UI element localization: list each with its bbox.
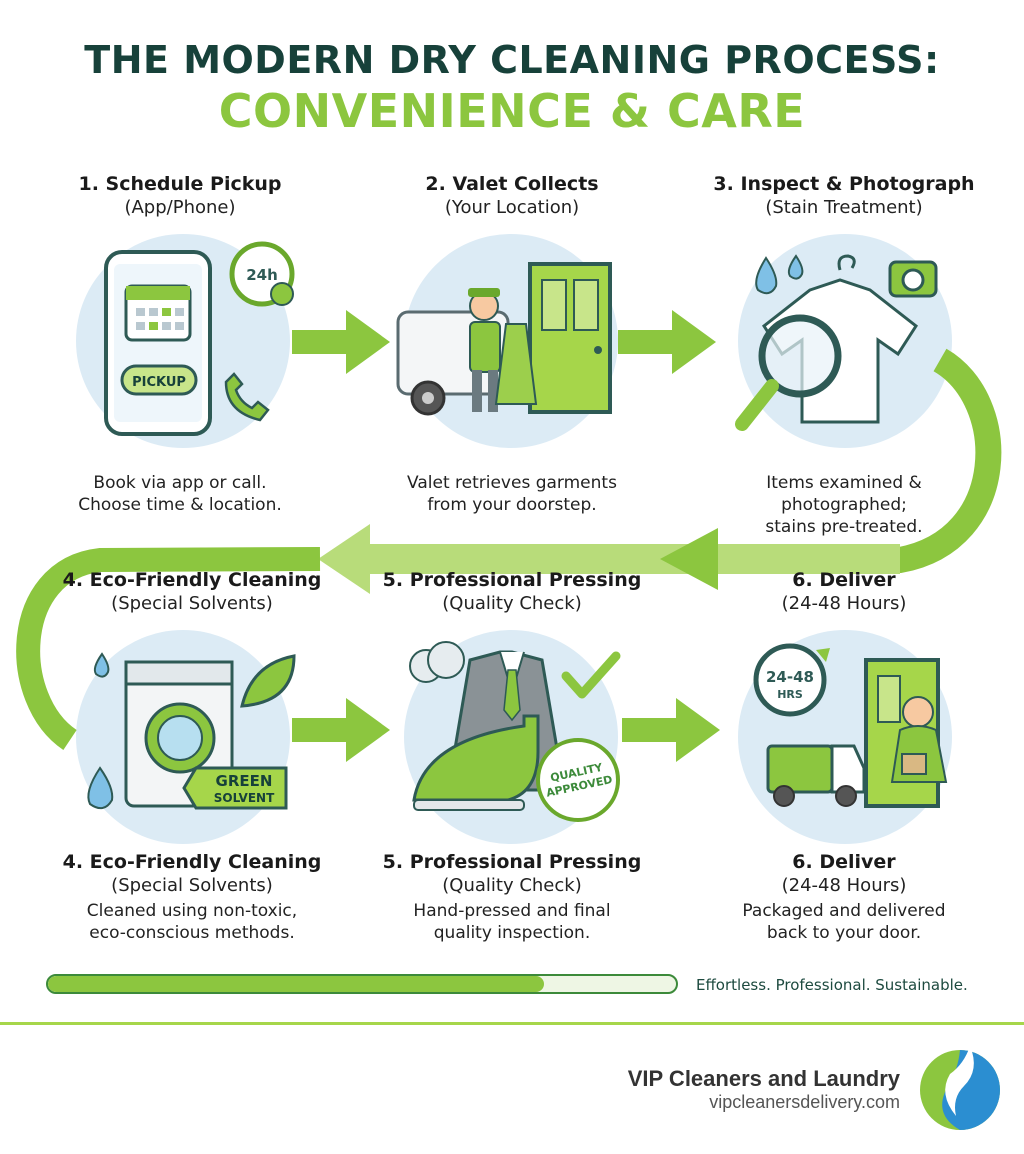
step-6-description: Packaged and delivered back to your door… [684,900,1004,944]
step-3-title: 3. Inspect & Photograph [713,173,975,195]
calendar-icon [124,284,192,342]
step-1-title: 1. Schedule Pickup [78,173,282,195]
steam-cloud [409,641,465,683]
arrow-1-to-2 [292,310,390,374]
step-4-title: 4. Eco-Friendly Cleaning [62,851,322,873]
step-6-desc-line: back to your door. [766,923,922,943]
step-2-subtitle: (Your Location) [444,197,580,218]
arrow-4-to-5 [292,698,390,762]
svg-text:PICKUP: PICKUP [132,375,186,390]
step-4-title-top: 4. Eco-Friendly Cleaning [62,569,322,591]
step-6-subtitle-top: (24-48 Hours) [781,593,907,614]
step-6-subtitle: (24-48 Hours) [781,875,907,896]
arrow-curve-left [16,547,321,750]
step-6-title: 6. Deliver [792,851,896,873]
step-4-desc-line: Cleaned using non-toxic, [86,901,298,921]
step-6-title-top: 6. Deliver [792,569,896,591]
camera-icon [888,260,938,298]
step-6-desc-line: Packaged and delivered [742,901,946,921]
phone-icon [104,250,212,436]
step-1-subtitle: (App/Phone) [124,197,236,218]
step-2-desc-line: Valet retrieves garments [407,473,617,493]
green-solvent-tag: GREEN SOLVENT [182,766,288,810]
magnifier-icon [735,314,842,431]
step-2-title: 2. Valet Collects [425,173,599,195]
step-2-description: Valet retrieves garments from your doors… [352,472,672,516]
steam-iron-icon [412,714,540,811]
step-5-subtitle-top: (Quality Check) [442,593,582,614]
progress-fill [48,976,545,992]
phone-call-icon [224,372,270,422]
brand-url[interactable]: vipcleanersdelivery.com [709,1092,900,1112]
svg-text:24-48: 24-48 [766,668,814,686]
step-4-description: Cleaned using non-toxic, eco-conscious m… [32,900,352,944]
divider [0,1022,1024,1025]
step-1-desc-line: Choose time & location. [78,495,282,515]
step-5-title: 5. Professional Pressing [382,851,642,873]
quality-approved-stamp: QUALITY APPROVED [536,738,620,822]
arrow-back-row [318,524,900,594]
step-5-desc-line: Hand-pressed and final [413,901,611,921]
courier-icon [890,696,948,783]
checkmark-icon [561,651,621,699]
clock-24h-icon: 24h [229,241,295,307]
arrow-2-to-3 [618,310,716,374]
arrow-curve-3-to-6 [700,348,1002,573]
step-4-desc-line: eco-conscious methods. [89,923,295,943]
water-drop-icon [755,254,804,295]
svg-text:HRS: HRS [777,688,803,701]
valet-icon [468,288,538,412]
step-3-description: Items examined & photographed; stains pr… [684,472,1004,538]
arrow-5-to-6 [622,698,720,762]
step-3-desc-line: Items examined & [766,473,922,493]
step-5-subtitle: (Quality Check) [442,875,582,896]
step-3-desc-line: photographed; [781,495,907,515]
step-3-subtitle: (Stain Treatment) [765,197,923,218]
step-5-desc-line: quality inspection. [433,923,591,943]
svg-text:24h: 24h [246,266,278,284]
brand-logo [920,1046,1000,1130]
step-2-desc-line: from your doorstep. [427,495,597,515]
pickup-button: PICKUP [120,364,198,396]
step-5-description: Hand-pressed and final quality inspectio… [352,900,672,944]
clock-2448-icon: 24-48 HRS [753,643,830,717]
brand-name: VIP Cleaners and Laundry [627,1066,900,1091]
step-1-description: Book via app or call. Choose time & loca… [20,472,340,516]
step-1-desc-line: Book via app or call. [93,473,267,493]
step-3-desc-line: stains pre-treated. [765,517,923,537]
door-icon [528,262,612,414]
water-drop-icon [87,652,114,810]
svg-text:SOLVENT: SOLVENT [214,791,275,805]
step-5-title-top: 5. Professional Pressing [382,569,642,591]
delivery-truck-icon [766,744,866,807]
page-title: THE MODERN DRY CLEANING PROCESS: [84,38,940,82]
tagline: Effortless. Professional. Sustainable. [696,976,968,994]
svg-text:GREEN: GREEN [216,772,273,790]
page-subtitle: CONVENIENCE & CARE [218,84,806,138]
step-4-subtitle-top: (Special Solvents) [111,593,273,614]
leaf-icon [240,654,296,708]
step-4-subtitle: (Special Solvents) [111,875,273,896]
progress-bar [46,974,678,994]
